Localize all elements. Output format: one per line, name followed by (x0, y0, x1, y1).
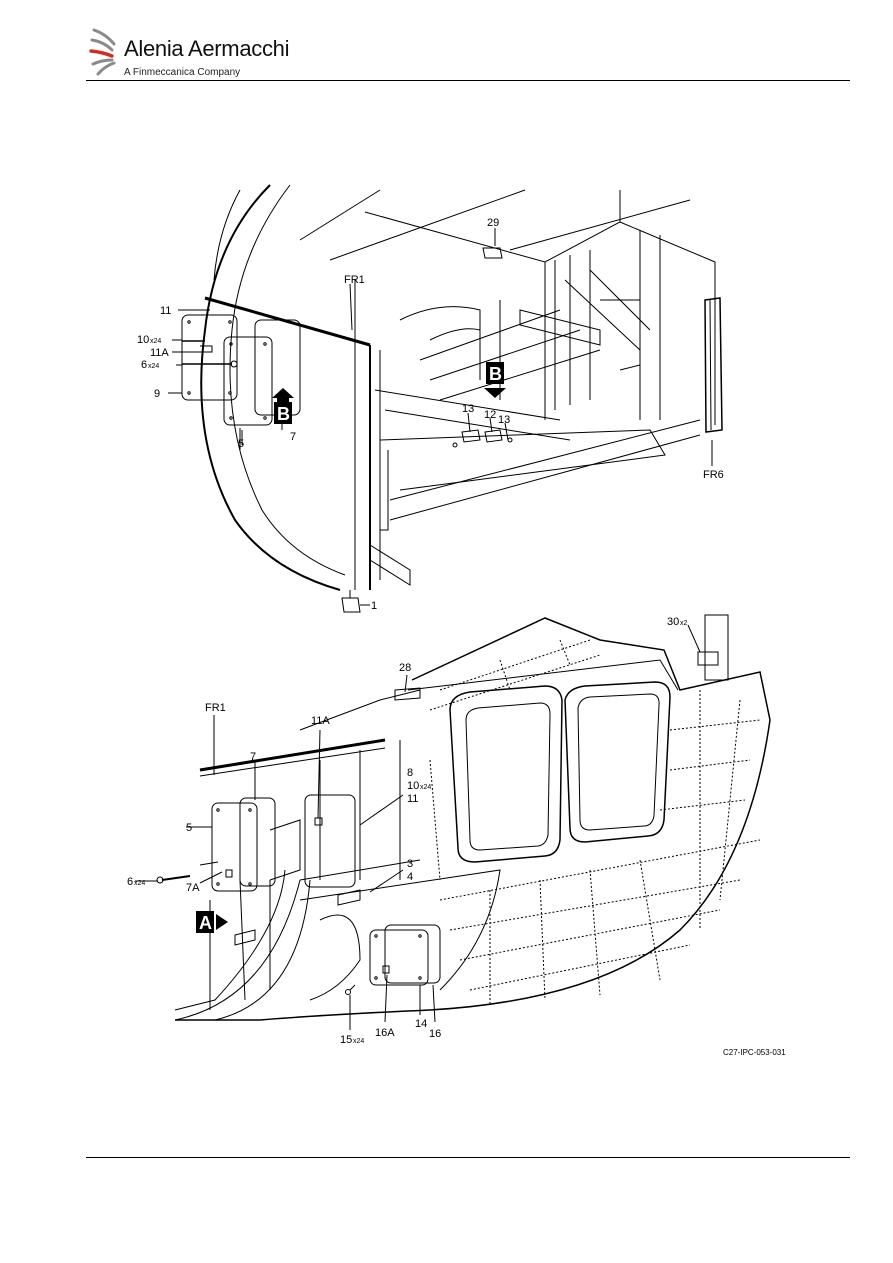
header-divider (86, 80, 850, 81)
callout-4: 4 (407, 871, 413, 883)
callout-fr6: FR6 (703, 469, 724, 481)
callout-7-bottom: 7 (250, 751, 256, 763)
footer-divider (86, 1157, 850, 1158)
callout-7a: 7A (186, 882, 200, 894)
callout-5-bottom: 5 (186, 822, 192, 834)
callout-6-qty-top: x24 (148, 363, 159, 370)
callout-11a-top: 11A (150, 347, 169, 359)
view-marker-b-left-label: B (277, 404, 290, 424)
bottom-fuselage-view (135, 614, 771, 1030)
callout-6-top: 6 (141, 359, 147, 371)
callout-10-bottom: 10 (407, 780, 419, 792)
callout-13-left: 13 (462, 403, 474, 415)
callout-16: 16 (429, 1028, 441, 1040)
callout-11-bottom: 11 (407, 793, 418, 805)
callout-30: 30 (667, 616, 679, 628)
callout-28: 28 (399, 662, 411, 674)
callout-10-top: 10 (137, 334, 149, 346)
callout-6-bottom: 6 (127, 876, 133, 888)
brand-tagline: A Finmeccanica Company (124, 67, 241, 78)
view-marker-a: A (196, 911, 228, 933)
callout-7-top: 7 (290, 431, 296, 443)
callout-15: 15 (340, 1034, 352, 1046)
callout-5-top: 5 (238, 438, 244, 450)
callout-14: 14 (415, 1018, 427, 1030)
callout-11a-bottom: 11A (311, 715, 330, 727)
callout-10-qty-top: x24 (150, 338, 161, 345)
callout-10-qty-bottom: x24 (420, 784, 431, 791)
view-marker-b-right-label: B (489, 364, 502, 384)
callout-16a: 16A (375, 1027, 395, 1039)
callout-30-qty: x2 (680, 620, 688, 627)
figure-id: C27-IPC-053-031 (723, 1048, 786, 1057)
alenia-swoosh-logo-icon (89, 28, 116, 76)
brand-name: Alenia Aermacchi (124, 36, 290, 61)
top-fuselage-view (168, 184, 723, 613)
callout-6-qty-bottom: x24 (134, 880, 145, 887)
callout-8: 8 (407, 767, 413, 779)
view-marker-a-label: A (199, 913, 212, 933)
callout-3: 3 (407, 858, 413, 870)
callout-11-top: 11 (160, 305, 171, 317)
callout-15-qty: x24 (353, 1038, 364, 1045)
callout-fr1-bottom: FR1 (205, 702, 226, 714)
callout-9: 9 (154, 388, 160, 400)
callout-1: 1 (371, 600, 377, 612)
callout-13-right: 13 (498, 414, 510, 426)
callout-fr1-top: FR1 (344, 274, 365, 286)
callout-29: 29 (487, 217, 499, 229)
callout-12: 12 (484, 409, 496, 421)
view-marker-b-right: B (484, 362, 506, 398)
view-marker-b-left: B (272, 388, 294, 424)
